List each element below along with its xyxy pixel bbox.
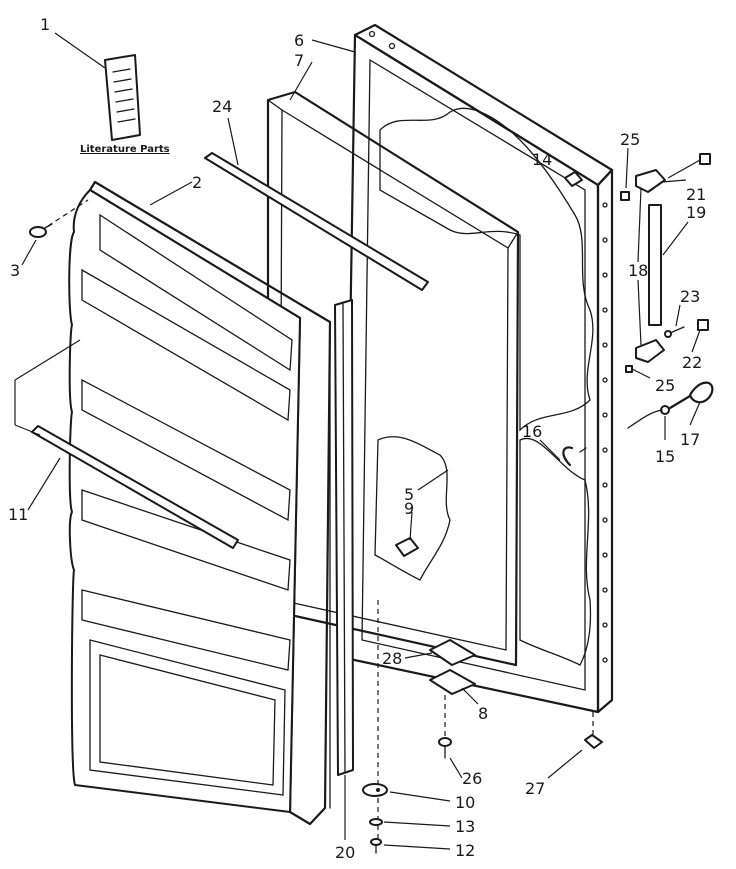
callout-19: 19 [686,203,706,222]
leader-13 [383,821,451,827]
leader-16 [539,439,561,461]
leader-12 [383,844,451,850]
leader-18-down [637,279,642,346]
leader-22 [691,329,701,353]
callout-24: 24 [212,97,232,116]
leader-23 [675,304,681,327]
leader-10 [389,791,451,802]
leader-11-d [27,457,61,511]
cap-22 [697,319,709,331]
leader-21 [661,179,687,183]
callout-2: 2 [192,173,202,192]
leader-25-lower [631,368,651,379]
leader-19 [662,221,689,256]
callout-9: 9 [404,499,414,518]
outer-door-panel [343,23,614,714]
leader-27 [547,749,583,779]
callout-23: 23 [680,287,700,306]
shelf-bar [31,425,239,549]
callout-25-upper: 25 [620,130,640,149]
gasket-strip [334,299,354,776]
callout-28: 28 [382,649,402,668]
leader-26 [449,757,463,779]
callout-7: 7 [294,51,304,70]
callout-8: 8 [478,704,488,723]
leader-21-b [667,159,701,179]
callout-6: 6 [294,31,304,50]
callout-21: 21 [686,185,706,204]
washer-13 [369,818,383,826]
callout-12: 12 [455,841,475,860]
callout-17: 17 [680,430,700,449]
hinge-plate-10 [362,783,388,797]
hinge-block-lower [635,339,665,363]
leader-7 [289,61,313,101]
insulation-upper [379,107,594,432]
leader-2 [149,181,193,206]
callout-5: 5 [404,485,414,504]
screw-26 [438,737,452,759]
leader-11-a [14,339,81,381]
leader-3-dash [47,199,89,227]
inner-liner-frame [266,90,520,667]
top-trim-strip [204,152,429,291]
callout-27: 27 [525,779,545,798]
cap-25-upper [620,191,630,201]
leader-3 [21,239,37,266]
callout-25-lower: 25 [655,376,675,395]
hinge-holes [602,202,608,663]
stop-block-28 [429,639,476,666]
leader-24 [227,117,239,166]
cap-25-lower [625,365,633,373]
hinge-block-21 [635,153,711,193]
callout-20: 20 [335,843,355,862]
leader-1 [54,32,106,69]
leader-17 [689,401,701,426]
stop-block-8 [429,669,476,695]
leader-9 [409,511,413,541]
callout-1: 1 [40,15,50,34]
callout-14: 14 [532,150,552,169]
callout-13: 13 [455,817,475,836]
callout-10: 10 [455,793,475,812]
callout-18: 18 [628,261,648,280]
insulation-left [374,436,451,581]
screw-23 [664,326,685,338]
glide-27 [584,734,603,749]
callout-15: 15 [655,447,675,466]
leader-8 [461,687,479,705]
callout-labels: 1 2 3 5 6 7 8 9 10 11 12 13 14 15 16 17 … [8,15,706,862]
literature-booklet [104,54,141,141]
door-shelf-panel [68,180,332,826]
leader-6 [311,39,356,53]
hook-16 [562,446,587,467]
leader-11-c [14,424,41,436]
callout-16: 16 [522,422,542,441]
leader-5 [417,469,449,491]
leader-28 [404,652,433,659]
insulation-lower [519,437,592,666]
leader-25-upper [625,147,629,189]
rod-19 [648,204,662,326]
callout-3: 3 [10,261,20,280]
callout-26: 26 [462,769,482,788]
pin-12 [370,838,382,854]
literature-parts-label: Literature Parts [80,144,170,155]
callout-11: 11 [8,505,28,524]
clip-14 [564,171,583,187]
bracket-9 [395,537,419,557]
cord-15 [627,409,663,429]
callout-22: 22 [682,353,702,372]
leader-18-up [637,187,642,263]
